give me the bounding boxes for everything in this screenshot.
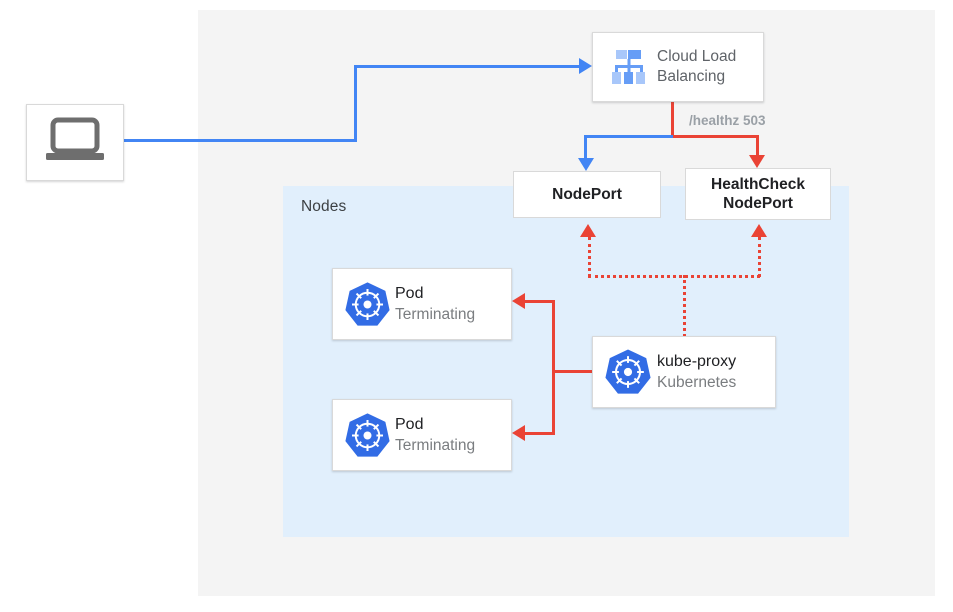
hc-label-line-1: HealthCheck bbox=[711, 176, 805, 193]
kube-proxy-text-block: kube-proxy Kubernetes bbox=[657, 351, 775, 393]
edge-client-to-clb-vertical bbox=[354, 65, 357, 142]
edge-clb-to-hc-horizontal bbox=[671, 135, 759, 138]
edge-clb-healthz-stem bbox=[671, 102, 674, 138]
edge-kubeproxy-dotted-stem bbox=[683, 275, 686, 337]
healthcheck-nodeport-label: HealthCheck NodePort bbox=[686, 175, 830, 213]
pod-text-block-2: Pod Terminating bbox=[395, 414, 475, 456]
edge-kubeproxy-dotted-bus bbox=[588, 275, 760, 278]
edge-dotted-to-nodeport bbox=[588, 237, 591, 277]
edge-clb-to-hc-arrowhead bbox=[749, 155, 765, 168]
edge-client-to-clb-arrowhead bbox=[579, 58, 592, 74]
pod-terminating-card-2[interactable]: Pod Terminating bbox=[332, 399, 512, 471]
cloud-load-balancing-card[interactable]: Cloud Load Balancing bbox=[592, 32, 764, 102]
pod-terminating-card-1[interactable]: Pod Terminating bbox=[332, 268, 512, 340]
pod-status-2: Terminating bbox=[395, 437, 476, 454]
pod-title-2: Pod bbox=[395, 416, 424, 433]
edge-to-pod2-arrowhead bbox=[512, 425, 525, 441]
client-laptop-card[interactable] bbox=[26, 104, 124, 181]
edge-to-pod2-horizontal bbox=[525, 432, 555, 435]
edge-clb-to-hc-vertical bbox=[756, 135, 759, 156]
clb-label-line-2: Balancing bbox=[657, 68, 726, 85]
nodes-group-label: Nodes bbox=[301, 198, 347, 215]
edge-clb-to-nodeport-arrowhead bbox=[578, 158, 594, 171]
edge-dotted-hc-nodeport-arrowhead bbox=[751, 224, 767, 237]
kube-proxy-title: kube-proxy bbox=[657, 353, 737, 370]
nodeport-card[interactable]: NodePort bbox=[513, 171, 661, 218]
edge-kubeproxy-to-pods-spine bbox=[552, 300, 555, 435]
kubernetes-icon bbox=[339, 412, 395, 459]
edge-to-pod1-arrowhead bbox=[512, 293, 525, 309]
hc-label-line-2: NodePort bbox=[723, 195, 793, 212]
edge-client-to-clb-horizontal-top bbox=[354, 65, 579, 68]
kubernetes-icon bbox=[339, 281, 395, 328]
kubernetes-icon bbox=[599, 348, 657, 396]
cloud-load-balancing-label: Cloud Load Balancing bbox=[657, 47, 736, 87]
edge-dotted-nodeport-arrowhead bbox=[580, 224, 596, 237]
laptop-icon bbox=[44, 116, 106, 169]
edge-clb-to-nodeport-vertical bbox=[584, 135, 587, 159]
pod-status-1: Terminating bbox=[395, 306, 476, 323]
cloud-load-balancing-icon bbox=[601, 46, 657, 88]
edge-client-to-clb-horizontal-bottom bbox=[124, 139, 357, 142]
nodeport-label: NodePort bbox=[552, 186, 622, 203]
healthcheck-nodeport-card[interactable]: HealthCheck NodePort bbox=[685, 168, 831, 220]
edge-dotted-to-hc-nodeport bbox=[758, 237, 761, 277]
edge-kubeproxy-to-pods-stub bbox=[552, 370, 594, 373]
kube-proxy-card[interactable]: kube-proxy Kubernetes bbox=[592, 336, 776, 408]
pod-title-1: Pod bbox=[395, 285, 424, 302]
pod-text-block-1: Pod Terminating bbox=[395, 283, 475, 325]
healthz-edge-label: /healthz 503 bbox=[689, 113, 766, 128]
edge-clb-to-nodeport-horizontal bbox=[584, 135, 673, 138]
kube-proxy-subtitle: Kubernetes bbox=[657, 374, 737, 391]
edge-to-pod1-horizontal bbox=[525, 300, 555, 303]
clb-label-line-1: Cloud Load bbox=[657, 48, 737, 65]
